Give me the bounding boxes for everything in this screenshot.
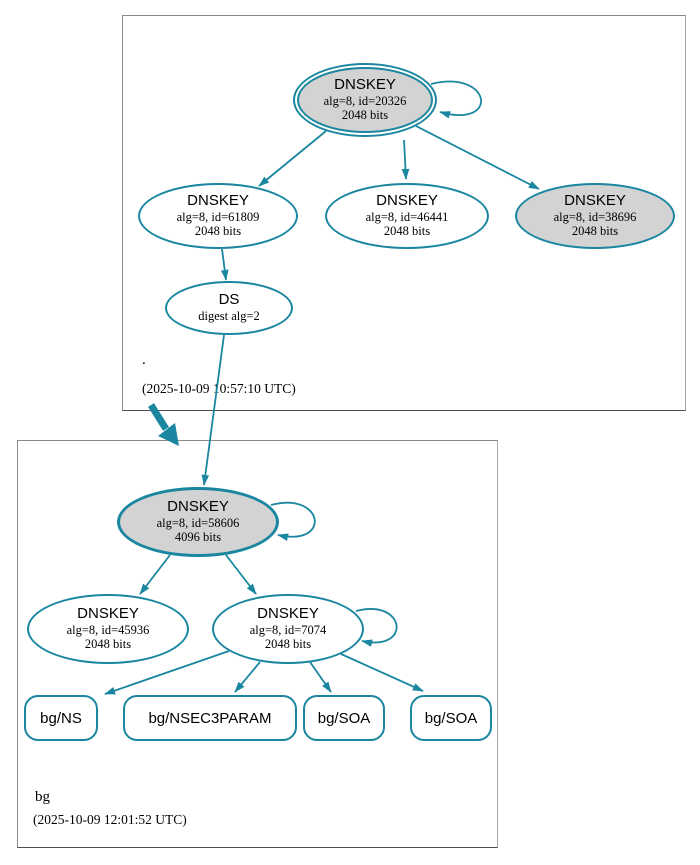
node-title: DNSKEY	[77, 605, 139, 623]
rrset-label: bg/NSEC3PARAM	[148, 709, 272, 727]
node-dnskey-45936[interactable]: DNSKEY alg=8, id=45936 2048 bits	[27, 594, 189, 664]
node-dnskey-7074[interactable]: DNSKEY alg=8, id=7074 2048 bits	[212, 594, 364, 664]
cluster-bg-timestamp: (2025-10-09 12:01:52 UTC)	[33, 812, 187, 827]
node-detail: alg=8, id=7074	[249, 622, 327, 637]
node-detail: alg=8, id=58606	[156, 515, 240, 530]
node-detail: alg=8, id=45936	[66, 622, 150, 637]
cluster-bg-label: bg	[35, 789, 50, 805]
node-dnskey-61809[interactable]: DNSKEY alg=8, id=61809 2048 bits	[138, 183, 298, 249]
node-detail: 2048 bits	[264, 637, 312, 652]
node-detail: digest alg=2	[198, 309, 260, 324]
node-detail: 2048 bits	[341, 108, 389, 123]
node-dnskey-46441[interactable]: DNSKEY alg=8, id=46441 2048 bits	[325, 183, 489, 249]
rrset-label: bg/SOA	[317, 709, 371, 727]
node-detail: alg=8, id=38696	[553, 209, 637, 224]
node-title: DNSKEY	[187, 192, 249, 210]
cluster-root-label: .	[142, 352, 146, 368]
node-dnskey-20326[interactable]: DNSKEY alg=8, id=20326 2048 bits	[293, 63, 437, 137]
rrset-label: bg/SOA	[424, 709, 478, 727]
node-title: DNSKEY	[257, 605, 319, 623]
rrset-label: bg/NS	[40, 709, 82, 727]
node-detail: 2048 bits	[194, 224, 242, 239]
node-detail: alg=8, id=46441	[365, 209, 449, 224]
rrset-bg-soa-1[interactable]: bg/SOA	[303, 695, 385, 741]
node-detail: 4096 bits	[174, 530, 222, 545]
node-title: DNSKEY	[376, 192, 438, 210]
cluster-root-timestamp: (2025-10-09 10:57:10 UTC)	[142, 381, 296, 396]
node-detail: alg=8, id=61809	[176, 209, 260, 224]
node-title: DNSKEY	[564, 192, 626, 210]
node-detail: 2048 bits	[84, 637, 132, 652]
rrset-bg-nsec3param[interactable]: bg/NSEC3PARAM	[123, 695, 297, 741]
node-title: DNSKEY	[167, 498, 229, 516]
node-detail: 2048 bits	[383, 224, 431, 239]
node-ds[interactable]: DS digest alg=2	[165, 281, 293, 335]
node-detail: 2048 bits	[571, 224, 619, 239]
node-detail: alg=8, id=20326	[323, 93, 407, 108]
node-dnskey-38696[interactable]: DNSKEY alg=8, id=38696 2048 bits	[515, 183, 675, 249]
node-title: DS	[218, 291, 240, 309]
node-dnskey-58606[interactable]: DNSKEY alg=8, id=58606 4096 bits	[117, 487, 279, 557]
rrset-bg-ns[interactable]: bg/NS	[24, 695, 98, 741]
node-title: DNSKEY	[334, 76, 396, 94]
rrset-bg-soa-2[interactable]: bg/SOA	[410, 695, 492, 741]
node-dnskey-20326-inner-ring: DNSKEY alg=8, id=20326 2048 bits	[297, 67, 433, 133]
